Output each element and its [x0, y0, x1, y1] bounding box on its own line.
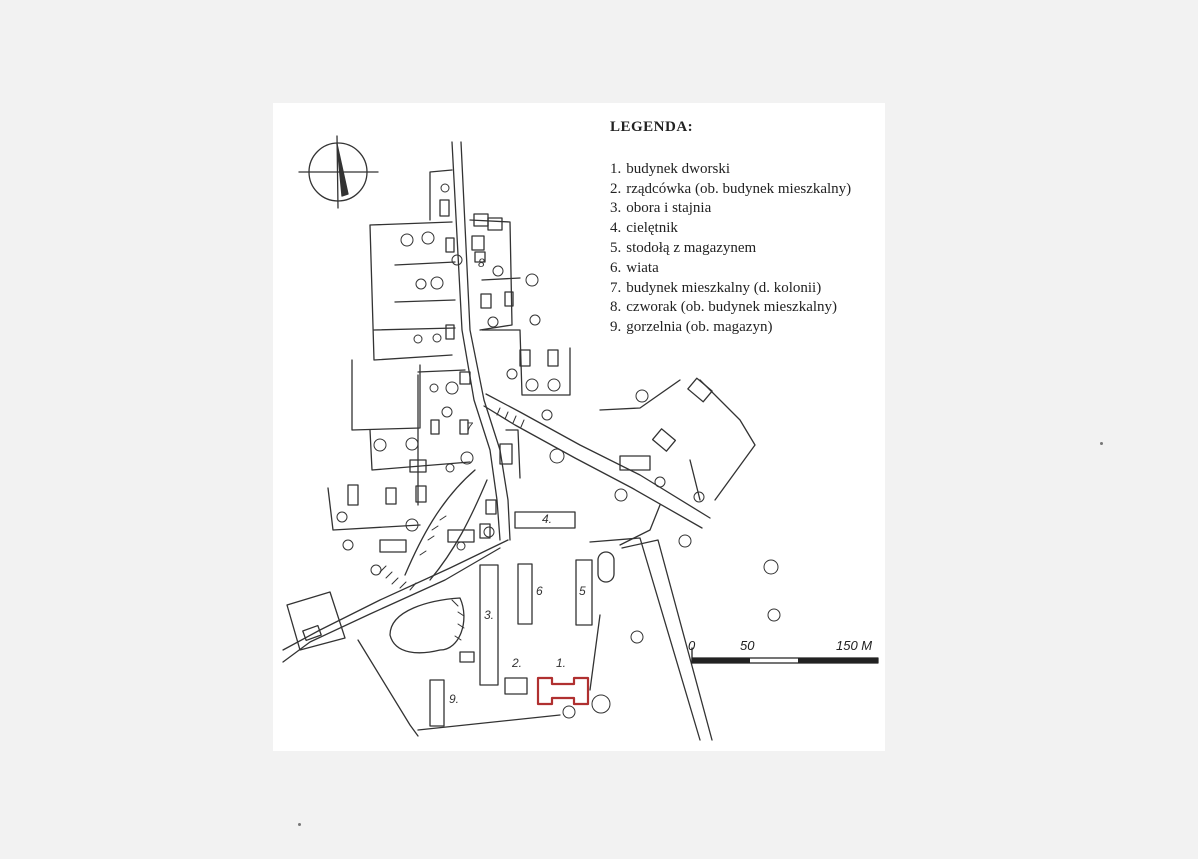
paper-speck [1100, 442, 1103, 445]
compass-north-icon [298, 135, 379, 209]
hatching [379, 407, 525, 641]
label-building-7: 7 [466, 420, 473, 434]
legend-list: 1.budynek dworski 2.rządcówka (ob. budyn… [610, 160, 890, 338]
label-building-3: 3. [484, 608, 495, 622]
buildings [302, 199, 713, 663]
building-2 [504, 677, 528, 695]
building-3 [479, 564, 499, 686]
scale-label-150: 150 M [836, 638, 873, 653]
road-southwest [282, 539, 509, 663]
legend-item: 3.obora i stajnia [610, 200, 712, 217]
label-building-2: 2. [512, 656, 523, 670]
building-1-manor [536, 676, 590, 706]
label-building-9: 9. [449, 692, 460, 706]
legend-item: 9.gorzelnia (ob. magazyn) [610, 319, 773, 336]
label-building-4: 4. [542, 512, 553, 526]
label-building-6: 6 [536, 584, 543, 598]
building-4 [514, 511, 576, 529]
building-5 [575, 559, 593, 626]
paper-speck [298, 823, 301, 826]
scale-label-0: 0 [688, 638, 696, 653]
road-southeast [483, 393, 711, 529]
building-9 [429, 679, 445, 727]
scale-bar [691, 647, 879, 664]
legend-item: 7.budynek mieszkalny (d. kolonii) [610, 279, 822, 296]
label-building-8: 8 [478, 256, 485, 270]
label-building-1: 1. [556, 656, 567, 670]
curved-lane [389, 469, 488, 654]
legend-item: 8.czworak (ob. budynek mieszkalny) [610, 299, 838, 316]
label-building-5: 5 [579, 584, 586, 598]
scale-label-50: 50 [740, 638, 755, 653]
map-sheet [273, 103, 885, 751]
legend-item: 6.wiata [610, 259, 659, 276]
building-6 [517, 563, 533, 625]
tree-icon [336, 183, 781, 719]
legend-item: 2.rządcówka (ob. budynek mieszkalny) [610, 180, 852, 197]
map-legend: LEGENDA: 1.budynek dworski 2.rządcówka (… [610, 118, 890, 338]
parcel-lines [286, 169, 756, 737]
main-road [451, 141, 511, 541]
road-south [589, 537, 713, 741]
legend-item: 1.budynek dworski [610, 160, 730, 177]
legend-item: 4.cielętnik [610, 220, 678, 237]
legend-item: 5.stodołą z magazynem [610, 239, 757, 256]
legend-title: LEGENDA: [610, 119, 694, 135]
